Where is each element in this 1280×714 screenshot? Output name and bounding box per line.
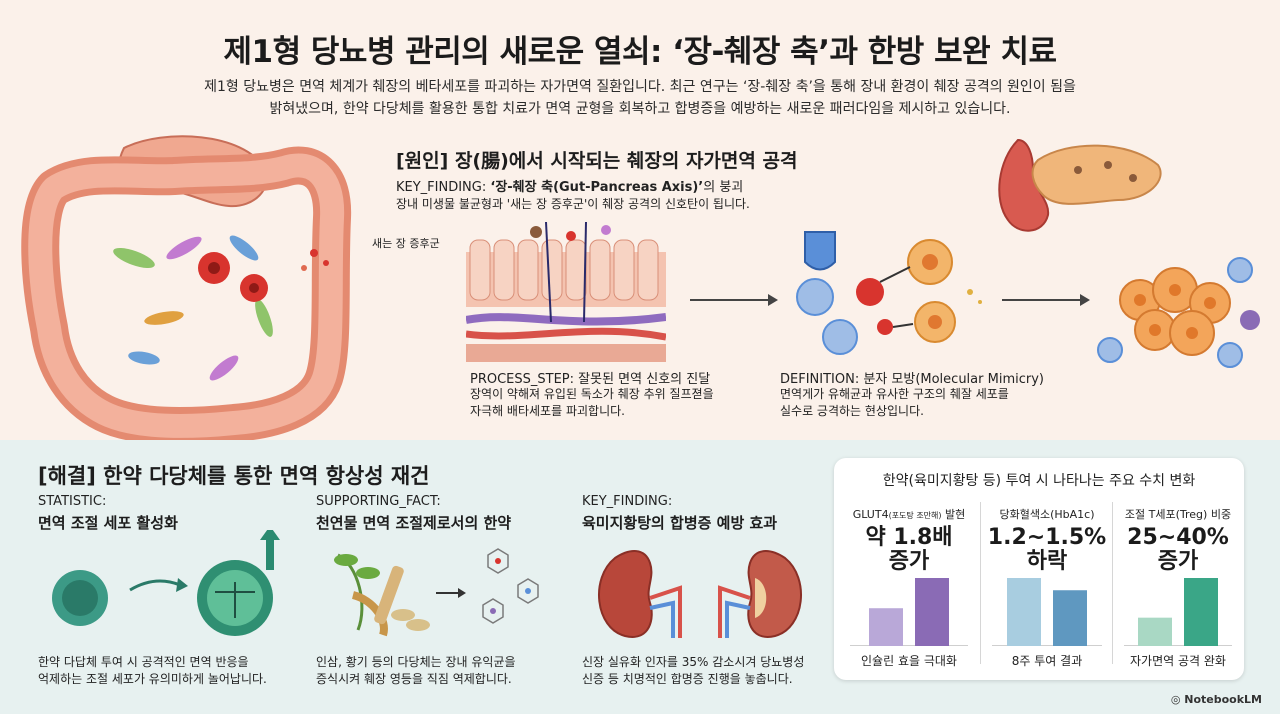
immune-cells-illustration (796, 231, 982, 355)
statistic-title: 면역 조절 세포 활성화 (38, 514, 178, 532)
cause-heading: [원인] 장(腸)에서 시작되는 췌장의 자가면역 공격 (396, 150, 798, 172)
bar-after (1184, 578, 1218, 646)
process-step-label: PROCESS_STEP: 잘못된 면역 신호의 진달 (470, 372, 711, 387)
page-subtitle: 제1형 당뇨병은 면역 체계가 췌장의 베타세포를 파괴하는 자가면역 질환입니… (204, 79, 1076, 117)
kidney-illustration (598, 550, 802, 638)
solution-heading: [해결] 한약 다당체를 통한 면역 항상성 재건 (38, 464, 430, 488)
key-finding-tag: KEY_FINDING: (582, 494, 673, 509)
metric-3-bars (1124, 578, 1232, 646)
arrow-right-icon (1002, 294, 1090, 306)
intestine-illustration (21, 135, 352, 443)
supporting-fact-desc: 인삼, 황기 등의 다당체는 장내 유익균을 증식시켜 훼장 영등을 직짐 역제… (316, 655, 516, 686)
column-divider (980, 502, 981, 664)
cause-key-finding-desc: 장내 미생물 불균형과 '새는 장 증후군'이 췌장 공격의 신호탄이 됩니다. (396, 197, 750, 211)
bar-before (1007, 578, 1041, 646)
bar-before (1138, 617, 1172, 646)
supporting-fact-title: 천연물 면역 조절제로서의 한약 (316, 514, 512, 532)
process-step-desc: 장역이 약해져 유입된 독소가 췌장 추위 질프젿을 자극해 배타세포를 파괴합… (470, 387, 714, 418)
metric-1-value: 약 1.8배 증가 (865, 525, 953, 574)
notebook-icon: ◎ (1170, 693, 1185, 706)
metric-2-head: 당화혈색소(HbA1c) (999, 508, 1095, 521)
statistic-tag: STATISTIC: (38, 494, 107, 509)
arrow-right-icon (690, 294, 778, 306)
supporting-fact-tag: SUPPORTING_FACT: (316, 494, 441, 509)
bar-before (869, 608, 903, 646)
metric-3-head: 조절 T세포(Treg) 비중 (1124, 508, 1232, 521)
metric-2-foot: 8주 투여 결과 (1011, 654, 1083, 668)
beta-cell-cluster-illustration (1097, 257, 1260, 368)
definition-label: DEFINITION: 분자 모방(Molecular Mimicry) (780, 372, 1044, 387)
metrics-card: 한약(육미지황탕 등) 투여 시 나타나는 주요 수치 변화 GLUT4(포도탕… (834, 458, 1244, 680)
definition-desc: 면역게가 유해균과 유사한 구조의 췌잘 세포를 실수로 긍격하는 현상입니다. (780, 387, 1009, 418)
bar-after (1053, 590, 1087, 646)
metric-1-bars (850, 578, 968, 646)
key-finding-title: 육미지황탕의 합병증 예방 효과 (582, 514, 778, 532)
metric-2-value: 1.2~1.5% 하락 (987, 525, 1107, 574)
notebooklm-logo: ◎ NotebookLM (1170, 693, 1262, 706)
gut-wall-illustration (466, 222, 666, 362)
page-title: 제1형 당뇨병 관리의 새로운 열쇠: ‘장-췌장 축’과 한방 보완 치료 (223, 34, 1058, 70)
metric-3-value: 25~40% 증가 (1127, 525, 1229, 574)
bar-after (915, 578, 949, 646)
column-divider (1112, 502, 1113, 664)
key-finding-desc: 신장 실유화 인자를 35% 감소시겨 당뇨병성 신증 등 치명적인 합명증 진… (582, 655, 805, 686)
regulatory-cell-illustration (52, 530, 280, 636)
cause-key-finding: KEY_FINDING: ‘장-췌장 축(Gut-Pancreas Axis)’… (396, 180, 744, 195)
metric-3-foot: 자가면역 공격 완화 (1130, 654, 1226, 668)
statistic-desc: 한약 다답체 투여 시 공격적인 면역 반응을 억제하는 조절 세포가 유의미하… (38, 655, 267, 686)
metric-1-head: GLUT4(포도탕 조만해) 발현 (852, 508, 966, 521)
herbal-medicine-illustration (334, 548, 539, 637)
leaky-gut-label: 새는 장 증후군 (372, 237, 440, 250)
metric-1-foot: 인슐린 효을 극대화 (861, 654, 957, 668)
metrics-title: 한약(육미지황탕 등) 투여 시 나타나는 주요 수치 변화 (882, 473, 1196, 489)
metric-2-bars (992, 578, 1102, 646)
pancreas-illustration (998, 138, 1162, 232)
